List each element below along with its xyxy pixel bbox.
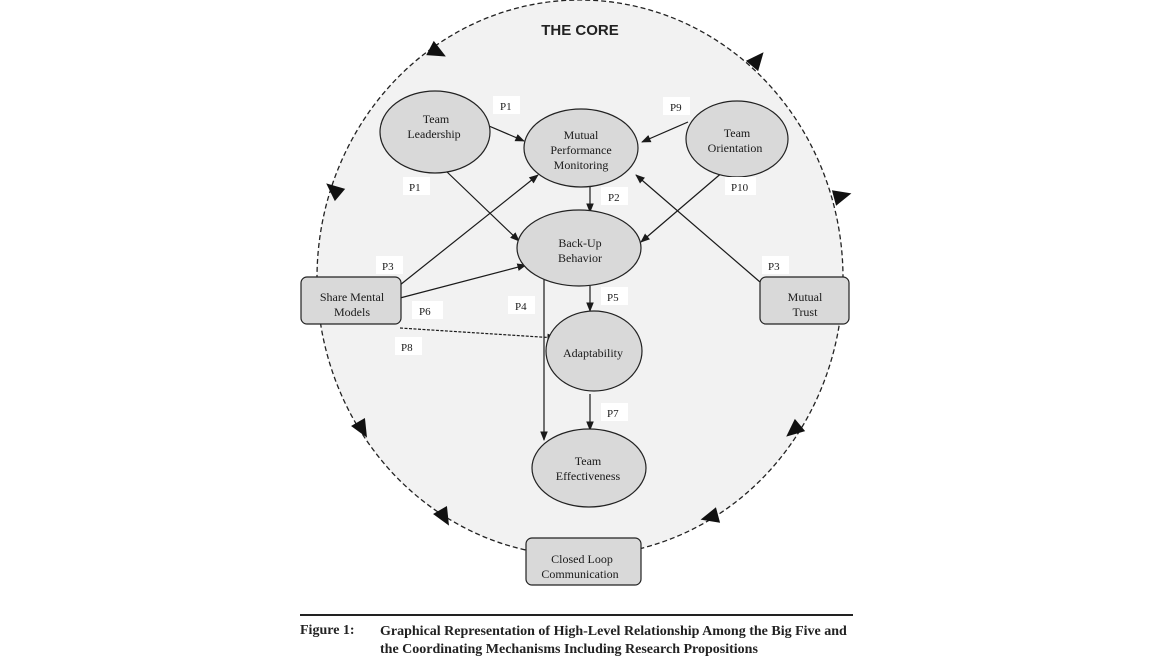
- svg-text:P4: P4: [515, 301, 527, 313]
- svg-text:P1: P1: [409, 182, 421, 194]
- caption-label: Figure 1:: [300, 623, 355, 638]
- svg-text:P2: P2: [608, 192, 620, 204]
- circulation-arrowhead: [700, 507, 721, 523]
- edge-sharedmodels-to-monitoring: [399, 174, 539, 286]
- label-p1-top: P1: [493, 96, 520, 114]
- circulation-arrowhead: [745, 52, 764, 72]
- circulation-arrowhead: [326, 183, 346, 202]
- circulation-arrowhead: [786, 418, 806, 437]
- edge-orientation-to-backup: [640, 170, 725, 243]
- label-p8: P8: [395, 337, 422, 355]
- svg-text:P3: P3: [382, 261, 394, 273]
- core-title: THE CORE: [541, 22, 619, 39]
- label-p6: P6: [412, 301, 443, 319]
- svg-text:P3: P3: [768, 261, 780, 273]
- svg-text:P5: P5: [607, 292, 619, 304]
- caption-text: Graphical Representation of High-Level R…: [380, 624, 847, 657]
- circulation-arrowhead: [351, 418, 367, 438]
- edge-leadership-to-monitoring: [488, 125, 525, 142]
- circulation-arrowhead: [831, 190, 852, 206]
- circulation-arrows: [326, 40, 852, 526]
- edge-trust-to-monitoring: [635, 174, 761, 283]
- svg-text:P6: P6: [419, 306, 431, 318]
- label-p7: P7: [601, 403, 628, 421]
- svg-text:Adaptability: Adaptability: [563, 346, 623, 360]
- label-p2: P2: [601, 187, 628, 205]
- label-p5: P5: [601, 287, 628, 305]
- proposition-labels: P1 P9 P1 P10 P2 P3 P3 P5 P4 P6 P8 P7: [376, 96, 789, 421]
- label-p3-right: P3: [762, 256, 789, 274]
- figure-caption: Figure 1: Graphical Representation of Hi…: [300, 614, 853, 659]
- label-p9: P9: [663, 97, 690, 115]
- edge-orientation-to-monitoring: [641, 121, 689, 143]
- circulation-arrowhead: [426, 40, 446, 57]
- svg-text:P8: P8: [401, 342, 413, 354]
- label-p4: P4: [508, 296, 535, 314]
- edges: [399, 121, 761, 441]
- edge-sharedmodels-to-adaptability: [399, 327, 557, 342]
- circulation-arrowhead: [433, 506, 449, 526]
- svg-text:P10: P10: [731, 182, 749, 194]
- svg-text:P1: P1: [500, 101, 512, 113]
- label-p1-left: P1: [403, 177, 430, 195]
- edge-sharedmodels-to-backup: [399, 263, 527, 299]
- node-adaptability: Adaptability: [545, 310, 643, 392]
- edge-leadership-to-backup: [445, 170, 520, 242]
- svg-text:P9: P9: [670, 102, 682, 114]
- label-p3-left: P3: [376, 256, 403, 274]
- label-p10: P10: [725, 177, 756, 195]
- svg-text:P7: P7: [607, 408, 619, 420]
